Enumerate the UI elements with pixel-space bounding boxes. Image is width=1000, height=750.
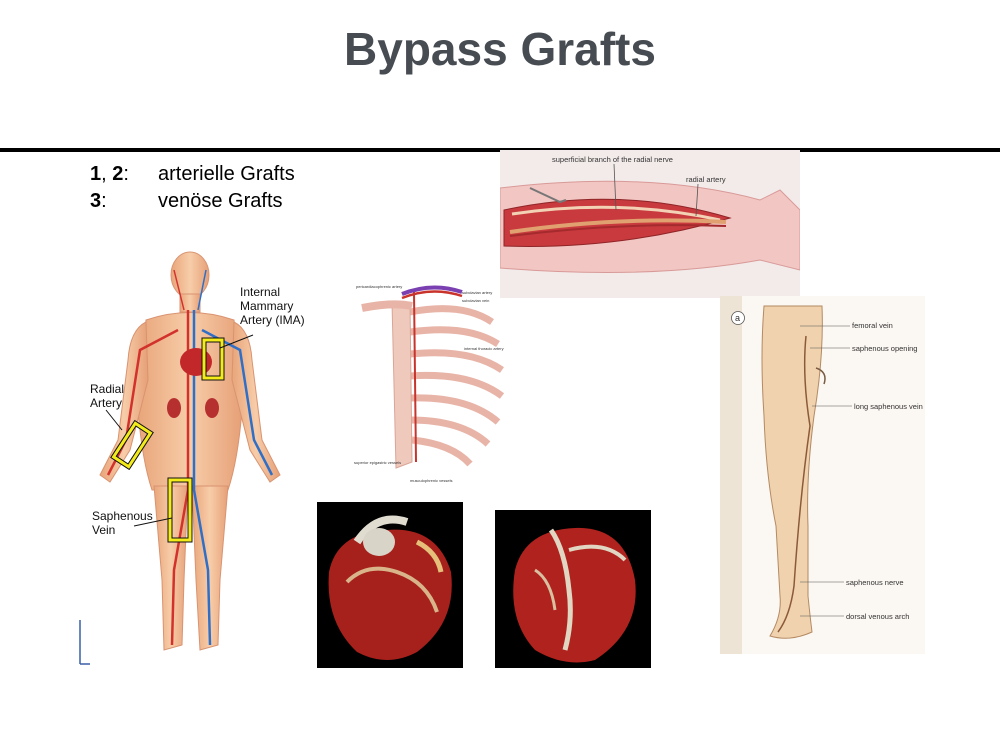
clavicle: [361, 300, 413, 312]
leg-outline: [761, 305, 823, 639]
saphenous-leader: [133, 517, 173, 527]
leg-label-femoral-vein: femoral vein: [852, 321, 893, 330]
saphenous-highlight-box-inner: [168, 478, 192, 542]
ct-heart-image-1: [317, 502, 463, 668]
heart-shape: [180, 348, 212, 376]
slide-title: Bypass Grafts: [344, 23, 656, 75]
saphenous-label-line1: Saphenous: [92, 509, 153, 523]
subclavian-vessels: [401, 285, 463, 296]
forearm-label-artery: radial artery: [686, 175, 726, 184]
ima-label-line3: Artery (IMA): [240, 313, 305, 327]
kidney-right: [205, 398, 219, 418]
panel-letter-circle: [731, 311, 745, 325]
ribcage-label-subclavian-artery: subclavian artery: [462, 290, 492, 295]
ribcage-illustration: pericardiacophrenic artery subclavian ar…: [352, 272, 512, 490]
forearm-dissection-illustration: superficial branch of the radial nerve r…: [500, 150, 800, 298]
ima-highlight-box-inner: [202, 338, 224, 380]
legend-row-venous: 3: venöse Grafts: [90, 190, 283, 213]
panel-letter: a: [735, 313, 740, 323]
legend-text-venous: venöse Grafts: [158, 190, 283, 212]
ribs: [409, 305, 505, 467]
kidney-left: [167, 398, 181, 418]
sternum: [391, 301, 413, 469]
ribcage-label-epigastric: superior epigastric vessels: [354, 460, 401, 465]
radial-highlight-box: [110, 419, 154, 471]
legend-text-arterial: arterielle Grafts: [158, 163, 295, 185]
forearm-label-nerve: superficial branch of the radial nerve: [552, 155, 673, 164]
saphenous-label-line2: Vein: [92, 523, 115, 537]
radial-leader: [105, 409, 123, 431]
leg-label-saphenous-opening: saphenous opening: [852, 344, 917, 353]
ribcage-label-pericardiacophrenic: pericardiacophrenic artery: [356, 284, 402, 289]
radial-artery-vessel: [509, 218, 727, 234]
ribcage-label-internal-thoracic: internal thoracic artery: [464, 346, 504, 351]
retractor: [529, 187, 567, 204]
ima-label-line2: Mammary: [240, 299, 293, 313]
ct-heart-image-2: [495, 510, 651, 668]
long-saphenous-vein: [777, 335, 811, 633]
ribcage-label-musculophrenic: musculophrenic vessels: [410, 478, 452, 483]
ima-leader: [219, 334, 254, 349]
leg-saphenous-illustration: a femoral vein saphenous opening long sa…: [720, 296, 925, 654]
ribcage-label-subclavian-vein: subclavian vein: [462, 298, 489, 303]
radial-label-line1: Radial: [90, 382, 124, 396]
body-circulation-illustration: Internal Mammary Artery (IMA) Radial Art…: [79, 251, 305, 665]
legend-key-2: 2: [112, 163, 124, 185]
legend-key-separator: ,: [101, 163, 113, 185]
legend-key-colon: :: [101, 190, 107, 212]
legend-key-3: 3: [90, 190, 102, 212]
leg-label-dorsal-venous-arch: dorsal venous arch: [846, 612, 909, 621]
legend-key-1: 1: [90, 163, 102, 185]
radial-label-line2: Artery: [90, 396, 122, 410]
legend-key-colon: :: [123, 163, 129, 185]
internal-thoracic-artery: [413, 291, 417, 463]
leg-label-long-saphenous-vein: long saphenous vein: [854, 402, 923, 411]
ima-label-line1: Internal: [240, 285, 280, 299]
legend-row-arterial: 1, 2: arterielle Grafts: [90, 163, 295, 186]
leg-label-saphenous-nerve: saphenous nerve: [846, 578, 904, 587]
